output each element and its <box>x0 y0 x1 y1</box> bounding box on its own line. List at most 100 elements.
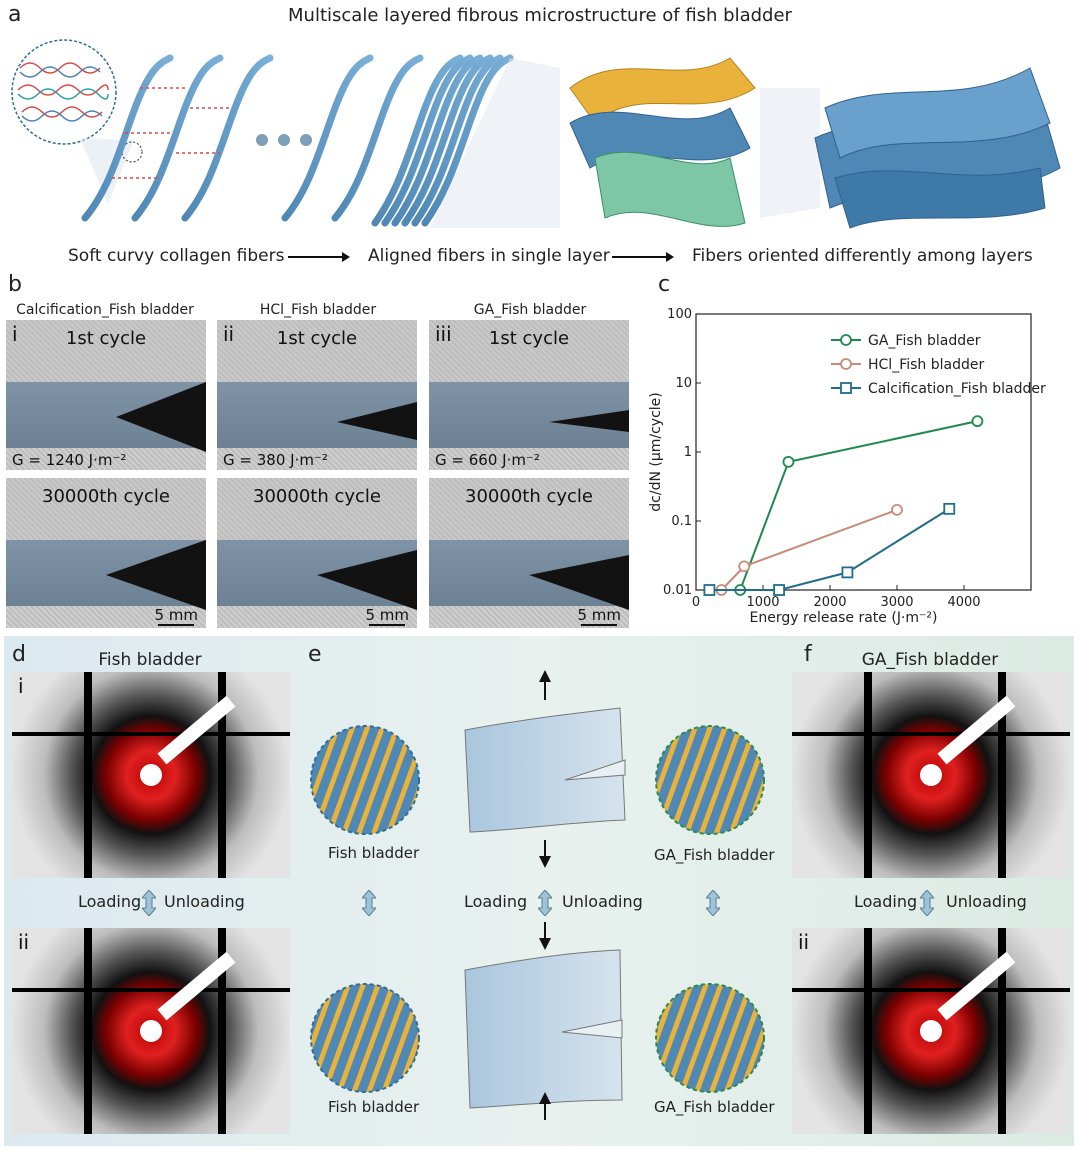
panel-d-title: Fish bladder <box>98 650 202 670</box>
y-axis-label: dc/dN (μm/cycle) <box>648 392 664 511</box>
scale-bar: 5 mm <box>577 606 621 626</box>
inset-label-right-bottom: GA_Fish bladder <box>654 1098 775 1116</box>
legend-label: GA_Fish bladder <box>868 333 981 349</box>
unloading-label: Unloading <box>946 892 1027 911</box>
scale-bar-text: 5 mm <box>577 606 621 624</box>
panel-c-label: c <box>658 272 671 297</box>
scale-bar: 5 mm <box>365 606 409 626</box>
up-down-arrow-icon <box>142 890 156 916</box>
saxs-pattern-ga-unloading: ii <box>792 928 1070 1134</box>
cycle-label: 1st cycle <box>488 328 570 349</box>
cycle-label: 30000th cycle <box>253 486 381 507</box>
panel-f-label: f <box>804 642 812 667</box>
data-point <box>782 455 795 468</box>
collagen-helix-inset <box>11 39 143 204</box>
y-tick-label: 10 <box>675 376 692 391</box>
scale-bar-text: 5 mm <box>365 606 409 624</box>
cycle-label: 30000th cycle <box>465 486 593 507</box>
photo-ga-30000th: 30000th cycle 5 mm <box>429 478 629 628</box>
saxs-pattern-fish-unloading: ii <box>12 928 290 1134</box>
up-down-arrow-icon <box>706 890 720 916</box>
photo-calcification-30000th: 30000th cycle 5 mm <box>6 478 206 628</box>
loading-label: Loading <box>464 892 528 911</box>
step-1-label: Soft curvy collagen fibers <box>68 246 285 266</box>
up-down-arrow-icon <box>362 890 376 916</box>
photo-hcl-1st: ii 1st cycle G = 380 J·m⁻² <box>217 320 417 470</box>
roman-label: ii <box>18 930 30 954</box>
data-point <box>703 584 716 596</box>
up-down-arrow-icon <box>920 890 934 916</box>
legend-label: HCl_Fish bladder <box>868 357 984 373</box>
roman-label: i <box>18 674 24 698</box>
cycle-label: 1st cycle <box>65 328 147 349</box>
photo-calcification-1st: i 1st cycle G = 1240 J·m⁻² <box>6 320 206 470</box>
step-3-label: Fibers oriented differently among layers <box>692 246 1033 266</box>
x-tick-label: 2000 <box>813 595 846 610</box>
energy-label: G = 660 J·m⁻² <box>435 451 540 469</box>
data-point <box>971 415 984 428</box>
up-down-arrow-icon <box>538 890 552 916</box>
scale-bar: 5 mm <box>154 606 198 626</box>
aligned-fibers <box>281 54 514 227</box>
loading-label: Loading <box>78 892 142 911</box>
panel-a-illustration <box>11 39 1061 229</box>
photo-ga-1st: iii 1st cycle G = 660 J·m⁻² <box>429 320 629 470</box>
inset-label-left-top: Fish bladder <box>328 844 420 862</box>
y-tick-label: 0.01 <box>663 583 692 598</box>
col-2-title: HCl_Fish bladder <box>259 302 377 318</box>
arrow-right-icon <box>612 252 674 262</box>
saxs-pattern-fish-loading: i <box>12 672 290 878</box>
col-3-title: GA_Fish bladder <box>473 302 587 318</box>
plot-frame <box>695 313 1032 591</box>
legend-marker <box>840 334 852 346</box>
fiber-inset-left-bottom <box>310 983 420 1093</box>
panel-a-title: Multiscale layered fibrous microstructur… <box>288 5 792 26</box>
inset-label-right-top: GA_Fish bladder <box>654 846 775 864</box>
energy-label: G = 380 J·m⁻² <box>223 451 328 469</box>
loading-label: Loading <box>854 892 918 911</box>
fiber-inset-right-top <box>655 725 765 835</box>
panel-d-label: d <box>12 642 26 667</box>
photo-hcl-30000th: 30000th cycle 5 mm <box>217 478 417 628</box>
data-point <box>738 560 751 573</box>
three-layers <box>569 57 756 227</box>
x-axis-label: Energy release rate (J·m⁻²) <box>750 610 938 626</box>
panel-e-label: e <box>308 642 322 667</box>
arrow-right-icon <box>288 252 350 262</box>
col-1-title: Calcification_Fish bladder <box>16 302 194 318</box>
panel-a-label: a <box>8 2 22 27</box>
curvy-fibers <box>81 54 274 222</box>
data-point <box>891 503 903 516</box>
x-tick-label: 0 <box>692 595 700 610</box>
x-tick-label: 4000 <box>947 595 980 610</box>
cycle-label: 1st cycle <box>276 328 358 349</box>
x-tick-label: 3000 <box>880 595 913 610</box>
series-line <box>709 508 950 591</box>
x-tick-label: 1000 <box>746 595 779 610</box>
fiber-inset-right-bottom <box>655 983 765 1093</box>
y-tick-label: 1 <box>684 445 692 460</box>
roman-label: ii <box>798 930 810 954</box>
panel-f-title: GA_Fish bladder <box>861 650 999 670</box>
roman-label: ii <box>223 322 235 346</box>
data-point <box>773 584 785 596</box>
legend-marker <box>840 382 852 394</box>
series-line <box>720 508 898 591</box>
layer-stack <box>814 67 1061 229</box>
legend-marker <box>840 358 852 370</box>
roman-label: i <box>12 322 18 346</box>
y-tick-label: 0.1 <box>671 514 692 529</box>
legend-label: Calcification_Fish bladder <box>868 381 1046 397</box>
step-2-label: Aligned fibers in single layer <box>368 246 610 266</box>
data-point <box>841 566 854 579</box>
fiber-inset-left-top <box>310 725 420 835</box>
ellipsis-dots <box>256 134 312 146</box>
saxs-pattern-ga-loading <box>792 672 1070 878</box>
scale-bar-text: 5 mm <box>154 606 198 624</box>
unloading-label: Unloading <box>164 892 245 911</box>
unloading-label: Unloading <box>562 892 643 911</box>
energy-label: G = 1240 J·m⁻² <box>12 451 127 469</box>
data-point <box>943 502 956 515</box>
specimen-unloaded <box>464 949 623 1109</box>
